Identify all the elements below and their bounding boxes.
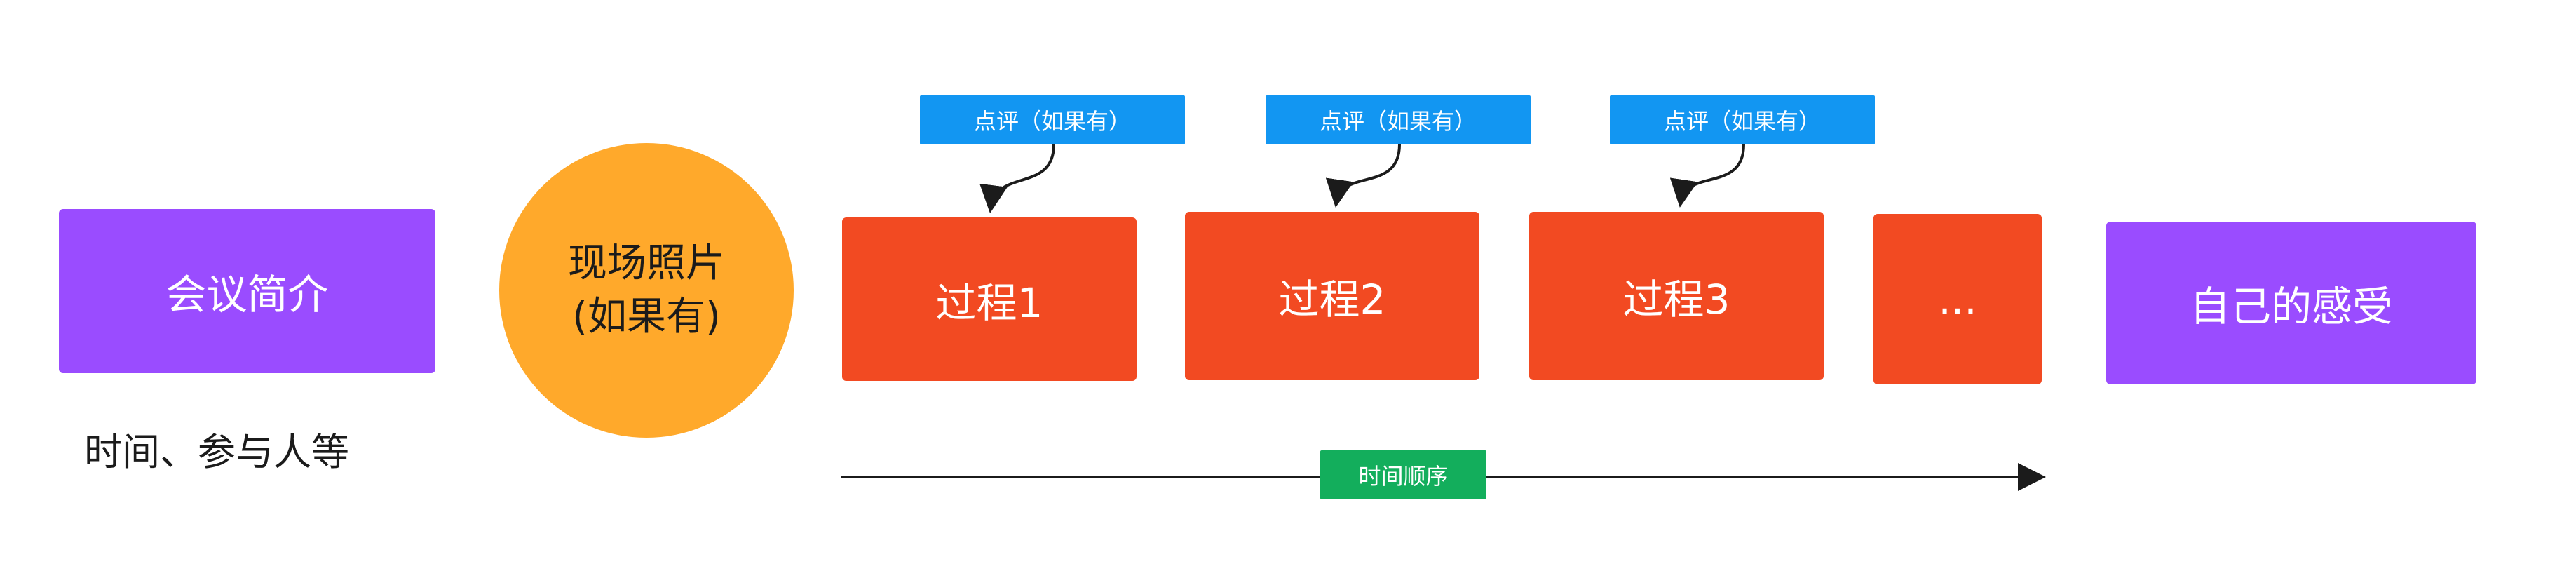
process-step-3-label: 过程3 <box>1622 276 1730 323</box>
timeline-label: 时间顺序 <box>1358 463 1449 490</box>
meeting-intro-subtitle: 时间、参与人等 <box>84 430 349 474</box>
process-step-1: 过程1 <box>842 217 1137 381</box>
process-step-1-label: 过程1 <box>935 278 1043 327</box>
comment-box-3: 点评（如果有） <box>1610 95 1875 144</box>
process-step-more: ... <box>1873 214 2042 384</box>
feelings-box: 自己的感受 <box>2106 222 2476 384</box>
meeting-intro-title: 会议简介 <box>165 271 329 318</box>
comment-box-2: 点评（如果有） <box>1266 95 1531 144</box>
timeline-label-box: 时间顺序 <box>1320 450 1486 499</box>
photo-line-1: 现场照片 <box>568 241 725 287</box>
comment-label-3: 点评（如果有） <box>1663 108 1821 135</box>
process-step-3: 过程3 <box>1529 212 1824 380</box>
photo-circle: 现场照片 (如果有) <box>499 143 794 438</box>
comment-label-2: 点评（如果有） <box>1319 108 1477 135</box>
process-step-2: 过程2 <box>1185 212 1479 380</box>
comment-connector-2 <box>1325 144 1401 208</box>
comment-connector-1 <box>979 144 1055 213</box>
photo-line-2: (如果有) <box>572 294 721 339</box>
feelings-title: 自己的感受 <box>2189 283 2393 330</box>
meeting-intro-box: 会议简介 <box>59 209 435 373</box>
process-step-2-label: 过程2 <box>1278 276 1386 323</box>
comment-label-1: 点评（如果有） <box>973 108 1131 135</box>
process-step-more-label: ... <box>1938 275 1977 323</box>
comment-connector-3 <box>1669 144 1745 208</box>
comment-box-1: 点评（如果有） <box>920 95 1185 144</box>
